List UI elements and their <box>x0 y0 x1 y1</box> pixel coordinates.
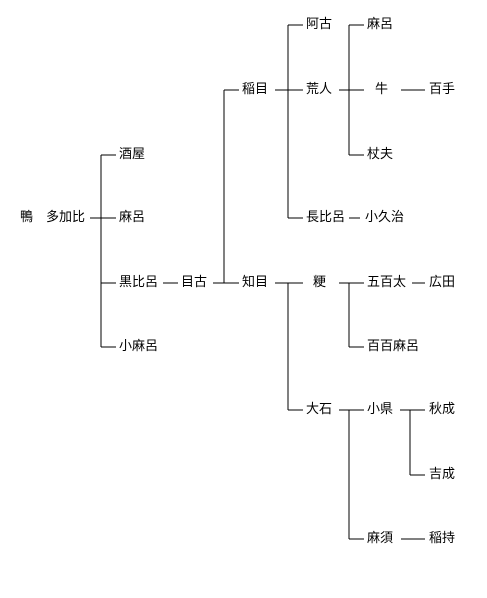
node-sakaya: 酒屋 <box>118 147 147 163</box>
node-masu: 麻須 <box>366 531 395 547</box>
node-ushi: 牛 <box>374 82 390 98</box>
node-jofu: 杖夫 <box>366 147 395 163</box>
node-chime: 知目 <box>241 275 270 291</box>
node-ako: 阿古 <box>305 17 334 33</box>
node-yoshinari: 吉成 <box>428 467 457 483</box>
node-hirota: 広田 <box>428 275 457 291</box>
node-meko: 目古 <box>180 275 209 291</box>
node-kurohiro: 黒比呂 <box>118 275 160 291</box>
node-inamochi: 稲持 <box>428 531 457 547</box>
node-akinari: 秋成 <box>428 402 457 418</box>
node-takahi: 多加比 <box>45 210 87 226</box>
node-nagahiro: 長比呂 <box>305 210 347 226</box>
node-inaki: 稲目 <box>241 82 270 98</box>
node-kamo: 鴨 <box>19 210 35 226</box>
node-kokuji: 小久治 <box>364 210 406 226</box>
node-arahito: 荒人 <box>305 82 334 98</box>
node-koagata: 小県 <box>366 402 395 418</box>
node-iohota: 五百太 <box>366 275 408 291</box>
node-momote: 百手 <box>428 82 457 98</box>
node-maro-2: 麻呂 <box>366 17 395 33</box>
node-komaro: 小麻呂 <box>118 339 160 355</box>
node-ishi: 大石 <box>305 402 334 418</box>
node-momomaro: 百百麻呂 <box>366 339 421 355</box>
node-uruchi: 粳 <box>312 275 328 291</box>
node-maro-1: 麻呂 <box>118 210 147 226</box>
